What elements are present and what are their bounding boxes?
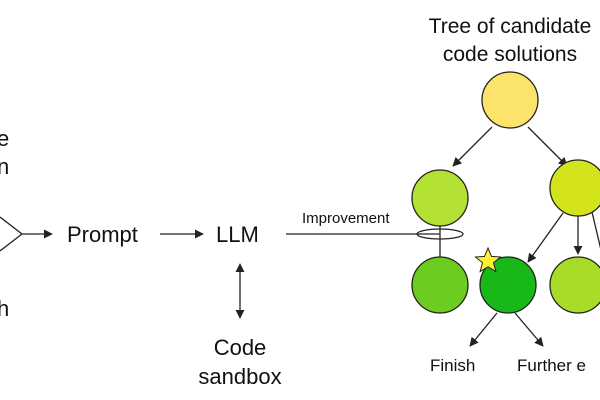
tree-node-level1-right bbox=[549, 159, 600, 217]
llm-label: LLM bbox=[216, 222, 259, 247]
left-partial-chevron bbox=[0, 216, 24, 252]
tree-node-level1-left bbox=[411, 169, 469, 227]
further-label: Further e bbox=[517, 356, 586, 375]
sandbox-label-line2: sandbox bbox=[198, 364, 281, 389]
prompt-label: Prompt bbox=[67, 222, 138, 247]
left-partial-text-bottom: h bbox=[0, 296, 9, 321]
tree-title-line2: code solutions bbox=[443, 43, 577, 66]
edge-root-right bbox=[527, 126, 568, 167]
edge-l1right-offscreen bbox=[591, 211, 600, 249]
left-partial-text-top-1: e bbox=[0, 126, 9, 151]
star-icon bbox=[474, 246, 502, 273]
improvement-label: Improvement bbox=[302, 210, 390, 227]
tree-title-line1: Tree of candidate bbox=[429, 15, 592, 38]
finish-label: Finish bbox=[430, 356, 475, 375]
sandbox-label-line1: Code bbox=[214, 335, 267, 360]
tree-node-level2-right bbox=[549, 256, 600, 314]
left-partial-text-top-2: n bbox=[0, 154, 9, 179]
edge-l2middle-further bbox=[514, 312, 544, 347]
tree-node-root bbox=[481, 71, 539, 129]
tree-node-level2-left bbox=[411, 256, 469, 314]
edge-root-left bbox=[452, 126, 493, 167]
edge-l2middle-finish bbox=[469, 312, 498, 347]
edge-l1right-l2middle bbox=[527, 212, 564, 263]
